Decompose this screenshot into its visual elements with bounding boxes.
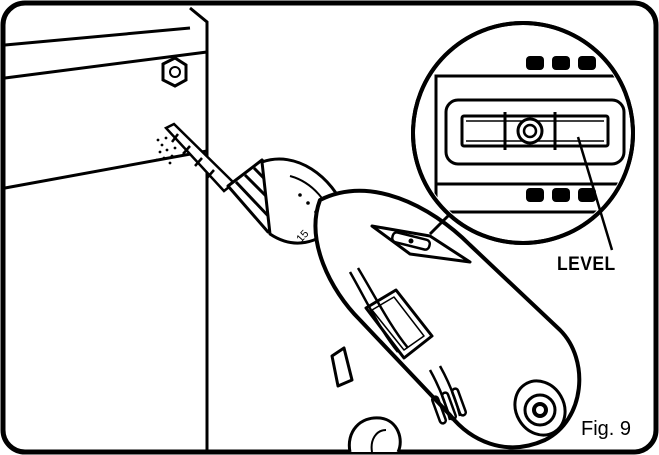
power-drill-icon: 15 (226, 157, 582, 453)
hex-bolt-icon (161, 56, 188, 88)
sawdust-particles (155, 136, 177, 165)
figure-caption: Fig. 9 (579, 418, 634, 441)
level-pointer-line (576, 136, 614, 251)
bubble-level-icon (411, 21, 635, 245)
level-label: LEVEL (557, 254, 616, 275)
wall-panel (4, 6, 209, 452)
